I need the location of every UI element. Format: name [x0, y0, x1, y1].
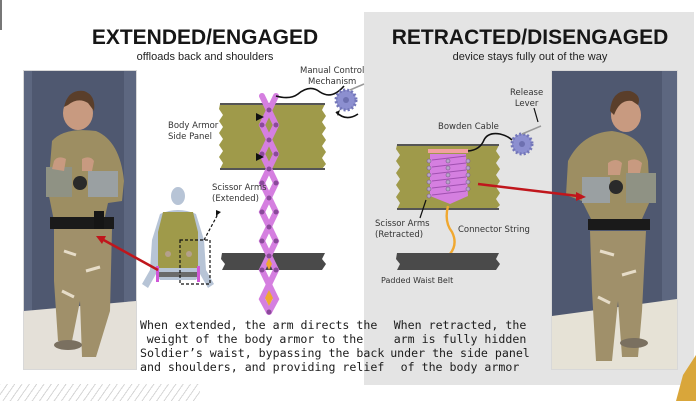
- label-scissor-extended-line2: (Extended): [212, 194, 260, 204]
- retracted-caption-line1: When retracted, the: [393, 318, 527, 332]
- scissor-pivots: [259, 107, 279, 315]
- gold-accent-triangle: [676, 355, 696, 401]
- body-figure-icon: [142, 187, 214, 288]
- label-release-line1: Release: [510, 88, 544, 98]
- retracted-caption: When retracted, the arm is fully hidden …: [385, 318, 535, 374]
- scissor-retracted-pointer: [419, 199, 427, 219]
- belt-attachment-lower: [265, 290, 273, 306]
- mechanism-leader: [349, 83, 365, 91]
- soldier-extended-illustration: [24, 71, 136, 369]
- label-release-line2: Lever: [514, 99, 539, 109]
- label-manual-control-line1: Manual Control: [300, 66, 365, 76]
- scissor-pointer-head: [216, 210, 221, 216]
- label-manual-control-line2: Mechanism: [308, 77, 357, 87]
- label-padded-waist-belt: Padded Waist Belt: [381, 276, 454, 285]
- bowden-cable: [467, 132, 513, 152]
- extended-title: EXTENDED/ENGAGED: [91, 26, 319, 49]
- panel-latch-upper: [256, 113, 264, 121]
- label-body-armor-line2: Side Panel: [168, 132, 213, 142]
- label-scissor-arms-retracted: Scissor Arms (Retracted): [375, 219, 430, 241]
- soldier-photo-retracted: [551, 70, 678, 370]
- retracted-pivots: [426, 158, 471, 199]
- release-hub: [519, 141, 525, 147]
- belt-attachment: [266, 258, 272, 270]
- panel-latch-lower: [256, 153, 264, 161]
- soldier-photo-extended: [23, 70, 137, 370]
- retracted-caption-line2: arm is fully hidden: [393, 332, 527, 346]
- red-pointer-arrow-retracted: [477, 182, 579, 198]
- label-scissor-retracted-line1: Scissor Arms: [375, 219, 430, 229]
- extended-caption-line4: and shoulders, and providing relief: [140, 360, 385, 374]
- red-pointer-arrow-extended: [99, 236, 159, 272]
- retracted-caption-line3: under the side panel: [390, 346, 530, 360]
- label-scissor-retracted-line2: (Retracted): [375, 230, 424, 240]
- rotation-arrowhead: [336, 110, 340, 116]
- retracted-subtitle: device stays fully out of the way: [452, 51, 608, 63]
- label-bowden-cable: Bowden Cable: [438, 122, 499, 132]
- control-cable: [275, 85, 345, 99]
- release-pointer: [533, 107, 539, 123]
- label-manual-control: Manual Control Mechanism: [300, 66, 364, 88]
- soldier-retracted-illustration: [552, 71, 677, 369]
- padded-waist-belt: [396, 253, 500, 270]
- extended-caption-line1: When extended, the arm directs the: [140, 318, 378, 332]
- red-arrowhead-extended: [96, 236, 106, 244]
- label-connector-string: Connector String: [458, 225, 530, 235]
- release-lever-handle: [521, 125, 542, 135]
- retracted-coils: [431, 155, 467, 196]
- label-scissor-extended-line1: Scissor Arms: [212, 183, 267, 193]
- retracted-title: RETRACTED/DISENGAGED: [391, 26, 669, 49]
- red-arrowhead-retracted: [576, 192, 586, 201]
- label-body-armor-side-panel: Body Armor Side Panel: [168, 121, 218, 143]
- label-body-armor-line1: Body Armor: [168, 121, 219, 131]
- retracted-top-plate: [428, 149, 468, 153]
- extended-subtitle: offloads back and shoulders: [136, 51, 274, 63]
- connector-string: [445, 205, 456, 263]
- edge-marker: [0, 0, 2, 30]
- extended-caption-line3: Soldier’s waist, bypassing the back: [140, 346, 385, 360]
- decorative-hatch-stripe: [0, 384, 200, 401]
- extended-caption: When extended, the arm directs the weigh…: [140, 318, 385, 374]
- label-release-lever: Release Lever: [510, 88, 543, 110]
- label-scissor-arms-extended: Scissor Arms (Extended): [212, 183, 267, 205]
- retracted-caption-line4: of the body armor: [400, 360, 520, 374]
- extended-caption-line2: weight of the body armor to the: [146, 332, 364, 346]
- mechanism-hub: [343, 97, 349, 103]
